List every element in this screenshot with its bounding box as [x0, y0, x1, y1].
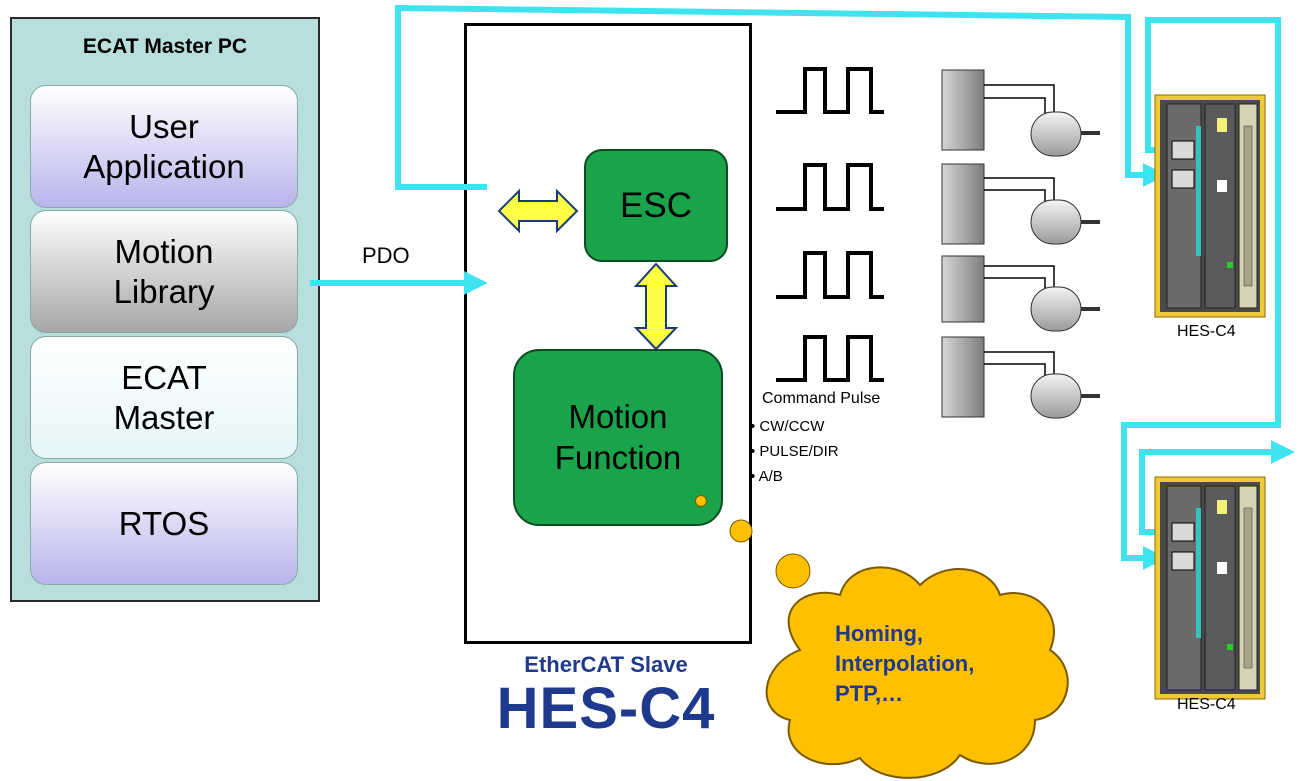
motor-body-1: [1030, 111, 1082, 157]
layer-motion-library: Motion Library: [30, 210, 298, 333]
esc-block: ESC: [584, 149, 728, 262]
device-label-1: HES-C4: [1177, 323, 1236, 340]
hes-c4-device-2: [1154, 476, 1266, 700]
ethercat-slave-box: [464, 23, 752, 644]
bubble-dot-large: [775, 553, 811, 589]
esc-motion-double-arrow: [633, 262, 679, 351]
servo-drive-3: [941, 255, 985, 323]
esc-network-double-arrow: [497, 188, 579, 234]
hes-c4-device-1: [1154, 94, 1266, 318]
pulse-train-1: [776, 67, 884, 114]
master-pc-title: ECAT Master PC: [82, 35, 248, 58]
command-pulse-title: Command Pulse: [762, 390, 881, 407]
pulse-trains: [776, 67, 884, 382]
layer-ecat-master: ECAT Master: [30, 336, 298, 459]
ethercat-slave-caption: EtherCAT Slave: [524, 652, 688, 677]
command-mode-a-b: • A/B: [750, 468, 783, 485]
drive-motor-3: [941, 255, 1100, 332]
network-line-continue: [1139, 440, 1295, 535]
servo-drive-4: [941, 336, 985, 418]
motion-function-block: Motion Function: [513, 349, 723, 526]
network-line-slave-out: [395, 4, 1167, 190]
pulse-train-3: [776, 251, 884, 299]
pulse-train-4: [776, 335, 884, 382]
motion-indicator-dot: [695, 495, 707, 507]
servo-drive-2: [941, 163, 985, 245]
motor-body-2: [1030, 199, 1082, 245]
servo-drive-1: [941, 69, 985, 151]
layer-rtos: RTOS: [30, 462, 298, 585]
bubble-dot-medium: [729, 519, 753, 543]
cloud-feature-text: Homing, Interpolation, PTP,…: [835, 621, 975, 706]
drive-motor-2: [941, 163, 1100, 245]
drive-motor-1: [941, 69, 1100, 157]
device-label-2: HES-C4: [1177, 696, 1236, 713]
motor-body-3: [1030, 286, 1082, 332]
pdo-label: PDO: [362, 243, 410, 268]
slave-model-name: HES-C4: [496, 676, 716, 741]
layer-user-application: User Application: [30, 85, 298, 208]
drive-motor-4: [941, 336, 1100, 419]
motor-body-4: [1030, 373, 1082, 419]
command-mode-pulse-dir: • PULSE/DIR: [750, 443, 839, 460]
network-line-daisy-chain: [1121, 17, 1281, 570]
thought-cloud: [765, 566, 1069, 779]
pulse-train-2: [776, 163, 884, 211]
command-mode-cw-ccw: • CW/CCW: [750, 418, 825, 435]
